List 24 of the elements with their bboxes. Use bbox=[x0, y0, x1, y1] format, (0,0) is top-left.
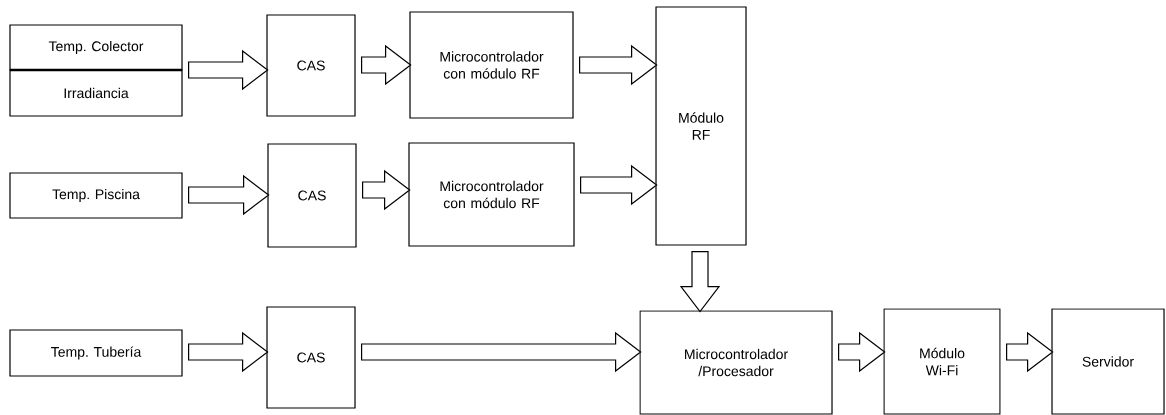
process-box: Microcontrolador /Procesador bbox=[639, 310, 833, 415]
block-arrow bbox=[188, 49, 269, 91]
block-arrow bbox=[679, 251, 721, 313]
block-arrow bbox=[580, 164, 658, 206]
sensor-box: Temp. Piscina bbox=[9, 172, 183, 219]
converter-box: CAS bbox=[266, 14, 356, 117]
block-arrow bbox=[362, 169, 411, 211]
block-arrow bbox=[361, 44, 412, 86]
process-box: Microcontrolador con módulo RF bbox=[409, 11, 574, 119]
process-box: Servidor bbox=[1051, 308, 1165, 415]
process-box: Módulo Wi-Fi bbox=[883, 308, 1001, 415]
block-arrow bbox=[188, 174, 270, 216]
process-box: Microcontrolador con módulo RF bbox=[408, 142, 575, 247]
process-box: Módulo RF bbox=[655, 6, 747, 246]
converter-box: CAS bbox=[266, 306, 356, 409]
block-arrow bbox=[1006, 331, 1054, 373]
converter-box: CAS bbox=[267, 143, 357, 248]
sensor-box: Temp. Tubería bbox=[9, 329, 183, 377]
block-arrow bbox=[188, 331, 269, 373]
block-arrow bbox=[361, 331, 642, 373]
block-arrow bbox=[838, 331, 886, 373]
sensor-box: Irradiancia bbox=[9, 69, 183, 117]
block-arrow bbox=[579, 44, 658, 86]
sensor-box: Temp. Colector bbox=[9, 24, 183, 71]
